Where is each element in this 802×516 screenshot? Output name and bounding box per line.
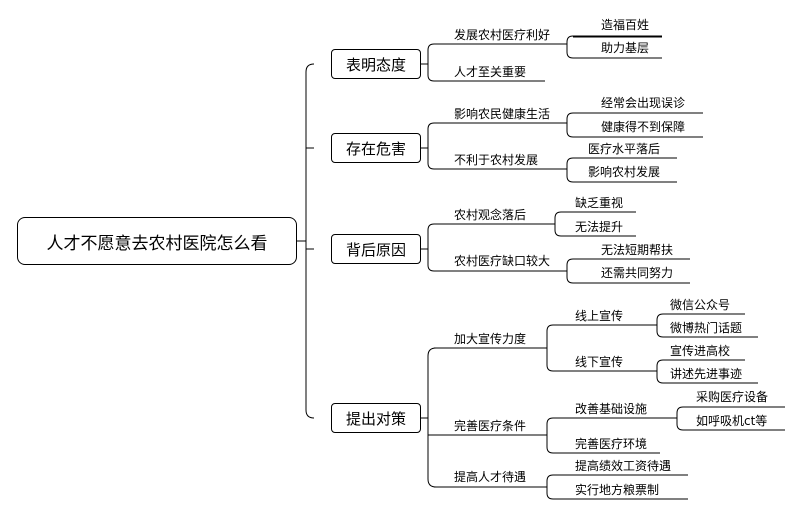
- node-weibo-remen-huati[interactable]: 微博热门话题: [670, 321, 743, 335]
- connector-brace: [546, 324, 554, 372]
- node-gaishan-jichu-sheshi[interactable]: 改善基础设施: [575, 402, 648, 416]
- connector-brace: [566, 112, 574, 138]
- connector-brace: [554, 211, 562, 237]
- node-tigao-jixiao-gongzi[interactable]: 提高绩效工资待遇: [575, 459, 672, 473]
- node-yiliao-shuiping-luohou[interactable]: 医疗水平落后: [588, 142, 661, 156]
- node-xianshang-xuanchuan[interactable]: 线上宣传: [575, 309, 624, 323]
- connector-brace: [546, 417, 554, 454]
- node-wanshan-yiliao-huanjing[interactable]: 完善医疗环境: [575, 437, 648, 451]
- root-node[interactable]: 人才不愿意去农村医院怎么看: [17, 217, 297, 265]
- node-yingxiang-nongmin-jiankang[interactable]: 影响农民健康生活: [454, 107, 551, 121]
- connector-brace: [656, 313, 664, 338]
- node-jiangshu-xianjin-shiji[interactable]: 讲述先进事迹: [670, 367, 743, 381]
- connector-brace: [427, 43, 435, 82]
- connector-brace: [566, 35, 574, 59]
- node-buliyu-nongcun-fazhan[interactable]: 不利于农村发展: [454, 153, 539, 167]
- connector-brace: [427, 347, 437, 488]
- branch-biaoming-taidu[interactable]: 表明态度: [331, 49, 421, 79]
- connector-brace: [427, 122, 435, 170]
- branch-beihou-yuanyin[interactable]: 背后原因: [331, 234, 421, 264]
- connector-brace: [427, 223, 435, 272]
- node-haixu-gongtong-nuli[interactable]: 还需共同努力: [601, 266, 674, 280]
- connector-brace: [656, 359, 664, 384]
- node-weixin-gongzhonghao[interactable]: 微信公众号: [670, 298, 731, 312]
- node-caigou-yiliao-shebei[interactable]: 采购医疗设备: [696, 390, 769, 404]
- node-nongcun-guannian-luohou[interactable]: 农村观念落后: [454, 208, 527, 222]
- node-zhuli-jiceng[interactable]: 助力基层: [601, 41, 650, 55]
- node-zaofu-baixing[interactable]: 造福百姓: [601, 18, 650, 32]
- node-jingchang-wuzhen[interactable]: 经常会出现误诊: [601, 96, 686, 110]
- node-tigao-rencai-daiyu[interactable]: 提高人才待遇: [454, 470, 527, 484]
- node-quefa-zhongshi[interactable]: 缺乏重视: [575, 196, 624, 210]
- node-wanshan-yiliao-tiaojian[interactable]: 完善医疗条件: [454, 419, 527, 433]
- node-wufa-duanqi-bangfu[interactable]: 无法短期帮扶: [601, 243, 674, 257]
- node-xianxia-xuanchuan[interactable]: 线下宣传: [575, 355, 624, 369]
- connector-brace: [676, 406, 684, 431]
- node-huxiji-ct[interactable]: 如呼吸机ct等: [696, 414, 768, 428]
- node-nongcun-yiliao-quekou[interactable]: 农村医疗缺口较大: [454, 254, 551, 268]
- leaf-underline: [573, 36, 662, 59]
- connector-brace: [566, 258, 574, 284]
- node-xuanchuan-jin-gaoxiao[interactable]: 宣传进高校: [670, 344, 731, 358]
- connector-brace: [305, 63, 315, 419]
- node-yingxiang-nongcun-fazhan[interactable]: 影响农村发展: [588, 165, 661, 179]
- node-rencai-zhiguan-zhongyao[interactable]: 人才至关重要: [454, 65, 527, 79]
- node-jiankang-baozhang[interactable]: 健康得不到保障: [601, 120, 686, 134]
- node-jiada-xuanchuan[interactable]: 加大宣传力度: [454, 332, 527, 346]
- node-fazhan-nongcun-yiliao[interactable]: 发展农村医疗利好: [454, 28, 551, 42]
- branch-tichu-duice[interactable]: 提出对策: [331, 403, 421, 433]
- node-wufa-tisheng[interactable]: 无法提升: [575, 220, 624, 234]
- node-shixing-liangpiao-zhi[interactable]: 实行地方粮票制: [575, 483, 660, 497]
- branch-cunzai-weihai[interactable]: 存在危害: [331, 133, 421, 163]
- connector-brace: [546, 474, 554, 500]
- connector-brace: [566, 157, 574, 183]
